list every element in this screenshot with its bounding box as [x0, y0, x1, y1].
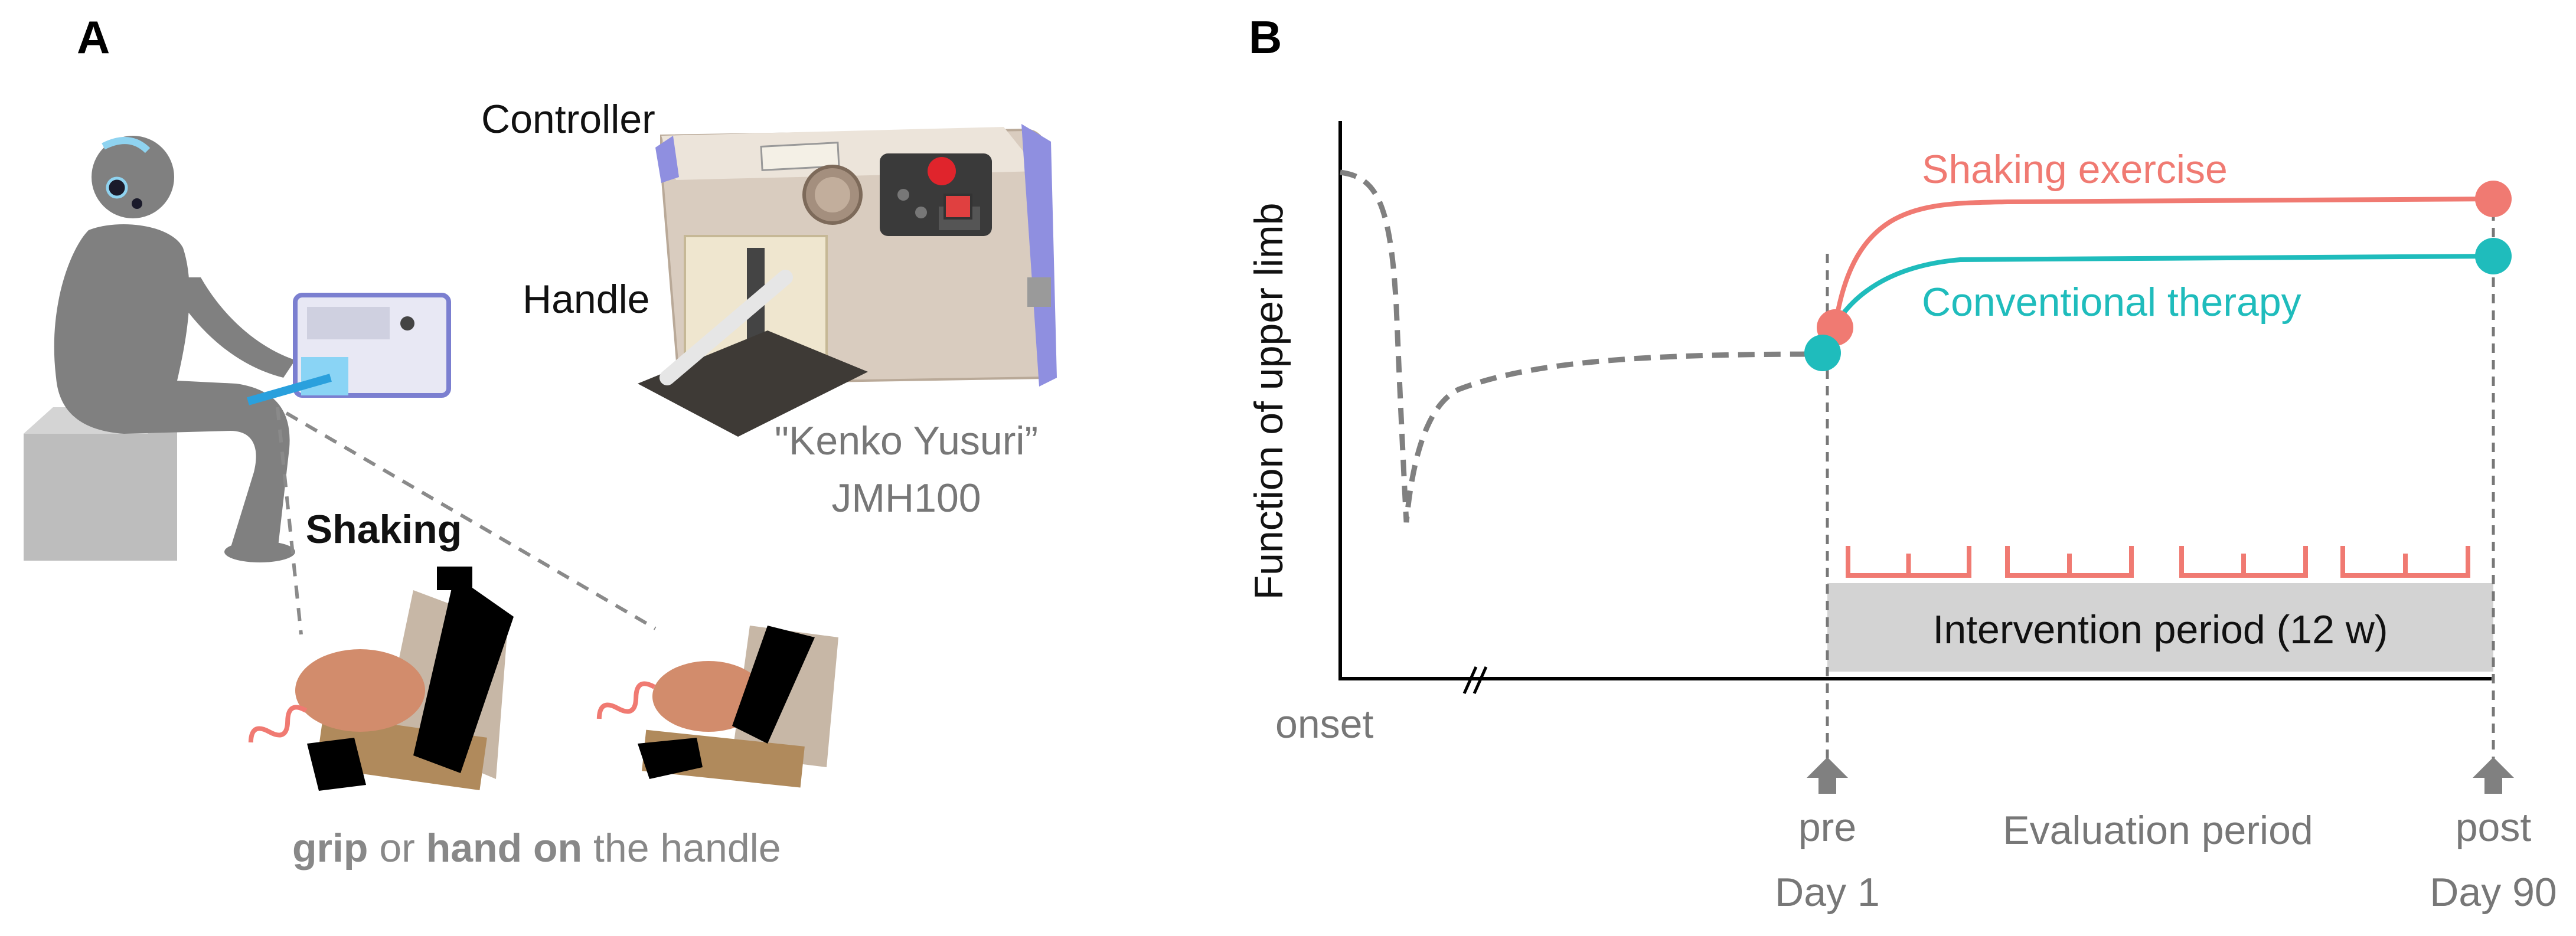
- caption-or: or: [368, 826, 426, 870]
- panel-a-label: A: [77, 11, 110, 63]
- hand-on-photo: [638, 626, 838, 788]
- caption-rest: the handle: [582, 826, 781, 870]
- session-tick-group-4: [2340, 546, 2470, 578]
- intervention-period-bar: [1827, 583, 2493, 672]
- pre-label: pre: [1798, 805, 1856, 850]
- handle-label: Handle: [523, 277, 650, 322]
- pre-arrow-icon: [1807, 757, 1848, 794]
- caption-hand-on: hand on: [426, 826, 582, 870]
- shaking-label: Shaking: [306, 507, 462, 552]
- post-day-label: Day 90: [2430, 870, 2557, 915]
- caption-grip: grip: [292, 826, 368, 870]
- leader-line-grip: [276, 407, 303, 635]
- series-line-shaking-exercise: [1833, 197, 2494, 328]
- intervention-period-label: Intervention period (12 w): [1932, 607, 2388, 652]
- device-model: JMH100: [831, 476, 981, 521]
- small-device-icon: [247, 293, 451, 405]
- device-photo: [638, 124, 1057, 437]
- shaking-exercise-post-point: [2475, 181, 2512, 217]
- vibration-icon-left: [248, 705, 308, 743]
- baseline-course-line: [1340, 169, 1823, 523]
- headset-icon: [102, 137, 151, 209]
- series-label-conventional-therapy: Conventional therapy: [1922, 280, 2301, 325]
- post-label: post: [2456, 805, 2532, 850]
- panel-a-caption: grip or hand on the handle: [292, 826, 781, 870]
- leader-line-hand-on: [285, 411, 657, 630]
- pre-day-label: Day 1: [1775, 870, 1880, 915]
- session-tick-group-3: [2179, 546, 2308, 578]
- session-tick-group-1: [1846, 546, 1971, 578]
- seated-person-silhouette: [54, 136, 295, 562]
- evaluation-period-label: Evaluation period: [2003, 808, 2313, 853]
- session-tick-group-2: [2005, 546, 2134, 578]
- panel-b-label: B: [1249, 11, 1282, 63]
- grip-hand-photo: [295, 567, 514, 791]
- post-arrow-icon: [2473, 757, 2514, 794]
- series-label-shaking-exercise: Shaking exercise: [1922, 147, 2228, 192]
- vibration-icon-right: [596, 681, 656, 719]
- controller-label: Controller: [481, 97, 655, 142]
- session-ticks: [1846, 546, 2470, 578]
- onset-label: onset: [1275, 702, 1373, 747]
- device-name: "Kenko Yusuri”: [775, 418, 1038, 463]
- axis-break-icon: [1462, 666, 1488, 695]
- conventional-therapy-post-point: [2475, 238, 2512, 274]
- conventional-therapy-pre-point: [1804, 335, 1841, 371]
- y-axis-label: Function of upper limb: [1246, 203, 1291, 600]
